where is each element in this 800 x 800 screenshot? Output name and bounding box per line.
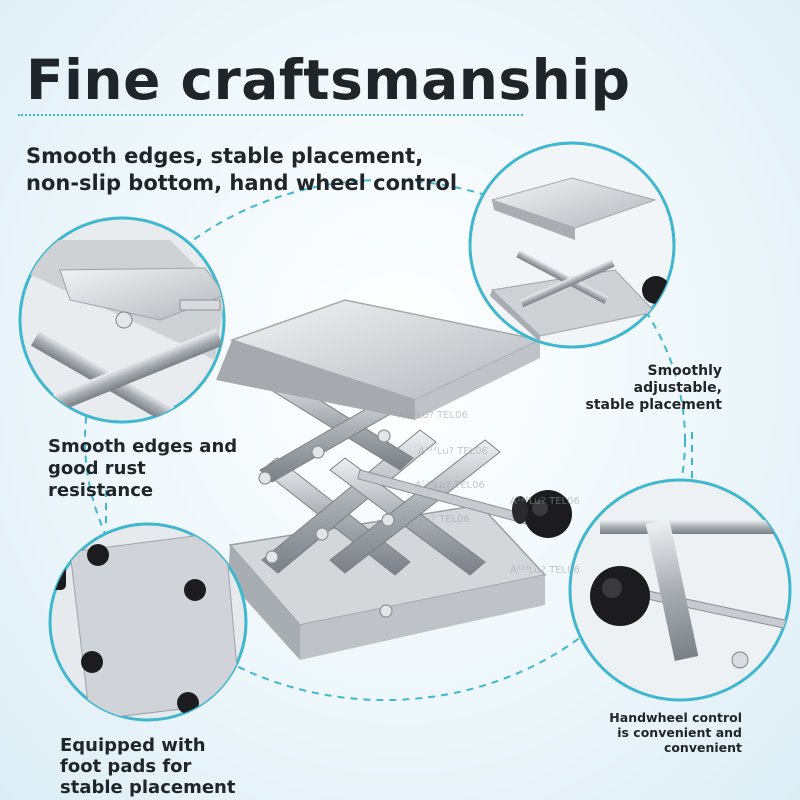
watermark-text: A¹²³Lu? TEL06 bbox=[415, 480, 485, 491]
page-subtitle: Smooth edges, stable placement, non-slip… bbox=[26, 143, 457, 197]
detail-circle-feet bbox=[48, 522, 248, 722]
watermark-text: A¹²³Lu? TEL06 bbox=[400, 514, 470, 525]
callout-hand-line-2: is convenient and bbox=[617, 725, 742, 740]
watermark-text: A¹²³Lu? TEL06 bbox=[510, 496, 580, 507]
hand-wheel-knob bbox=[512, 490, 572, 538]
watermark-text: A¹²³Lu? TEL06 bbox=[398, 410, 468, 421]
subtitle-line-1: Smooth edges, stable placement, bbox=[26, 144, 424, 168]
detail-circle-rust bbox=[18, 216, 226, 424]
page-title: Fine craftsmanship bbox=[26, 48, 631, 112]
main-lab-jack bbox=[216, 299, 572, 660]
callout-feet-line-1: Equipped with bbox=[60, 735, 206, 756]
callout-feet-line-3: stable placement bbox=[60, 777, 236, 798]
callout-hand-line-3: convenient bbox=[663, 740, 742, 755]
callout-adjustable: Smoothly adjustable, stable placement bbox=[586, 363, 722, 414]
callout-rust-line-3: resistance bbox=[48, 480, 154, 501]
callout-feet-line-2: foot pads for bbox=[60, 756, 192, 777]
callout-handwheel: Handwheel control is convenient and conv… bbox=[609, 710, 742, 755]
callout-adjust-line-3: stable placement bbox=[585, 397, 722, 413]
callout-rust-resistance: Smooth edges and good rust resistance bbox=[48, 436, 237, 502]
subtitle-line-2: non-slip bottom, hand wheel control bbox=[26, 171, 458, 195]
callout-rust-line-1: Smooth edges and bbox=[48, 436, 238, 457]
callout-rust-line-2: good rust bbox=[48, 458, 146, 479]
title-underline bbox=[18, 114, 523, 116]
detail-circle-handwheel bbox=[568, 478, 792, 702]
detail-circle-adjust bbox=[468, 141, 676, 349]
dashed-connector-ring bbox=[84, 179, 686, 701]
watermark-text: A¹²³Lu? TEL06 bbox=[418, 446, 488, 457]
callout-hand-line-1: Handwheel control bbox=[609, 710, 742, 725]
callout-foot-pads: Equipped with foot pads for stable place… bbox=[60, 735, 235, 798]
watermark-text: A¹²³Lu? TEL06 bbox=[510, 565, 580, 576]
callout-adjust-line-2: adjustable, bbox=[633, 380, 722, 396]
callout-adjust-line-1: Smoothly bbox=[647, 363, 723, 379]
